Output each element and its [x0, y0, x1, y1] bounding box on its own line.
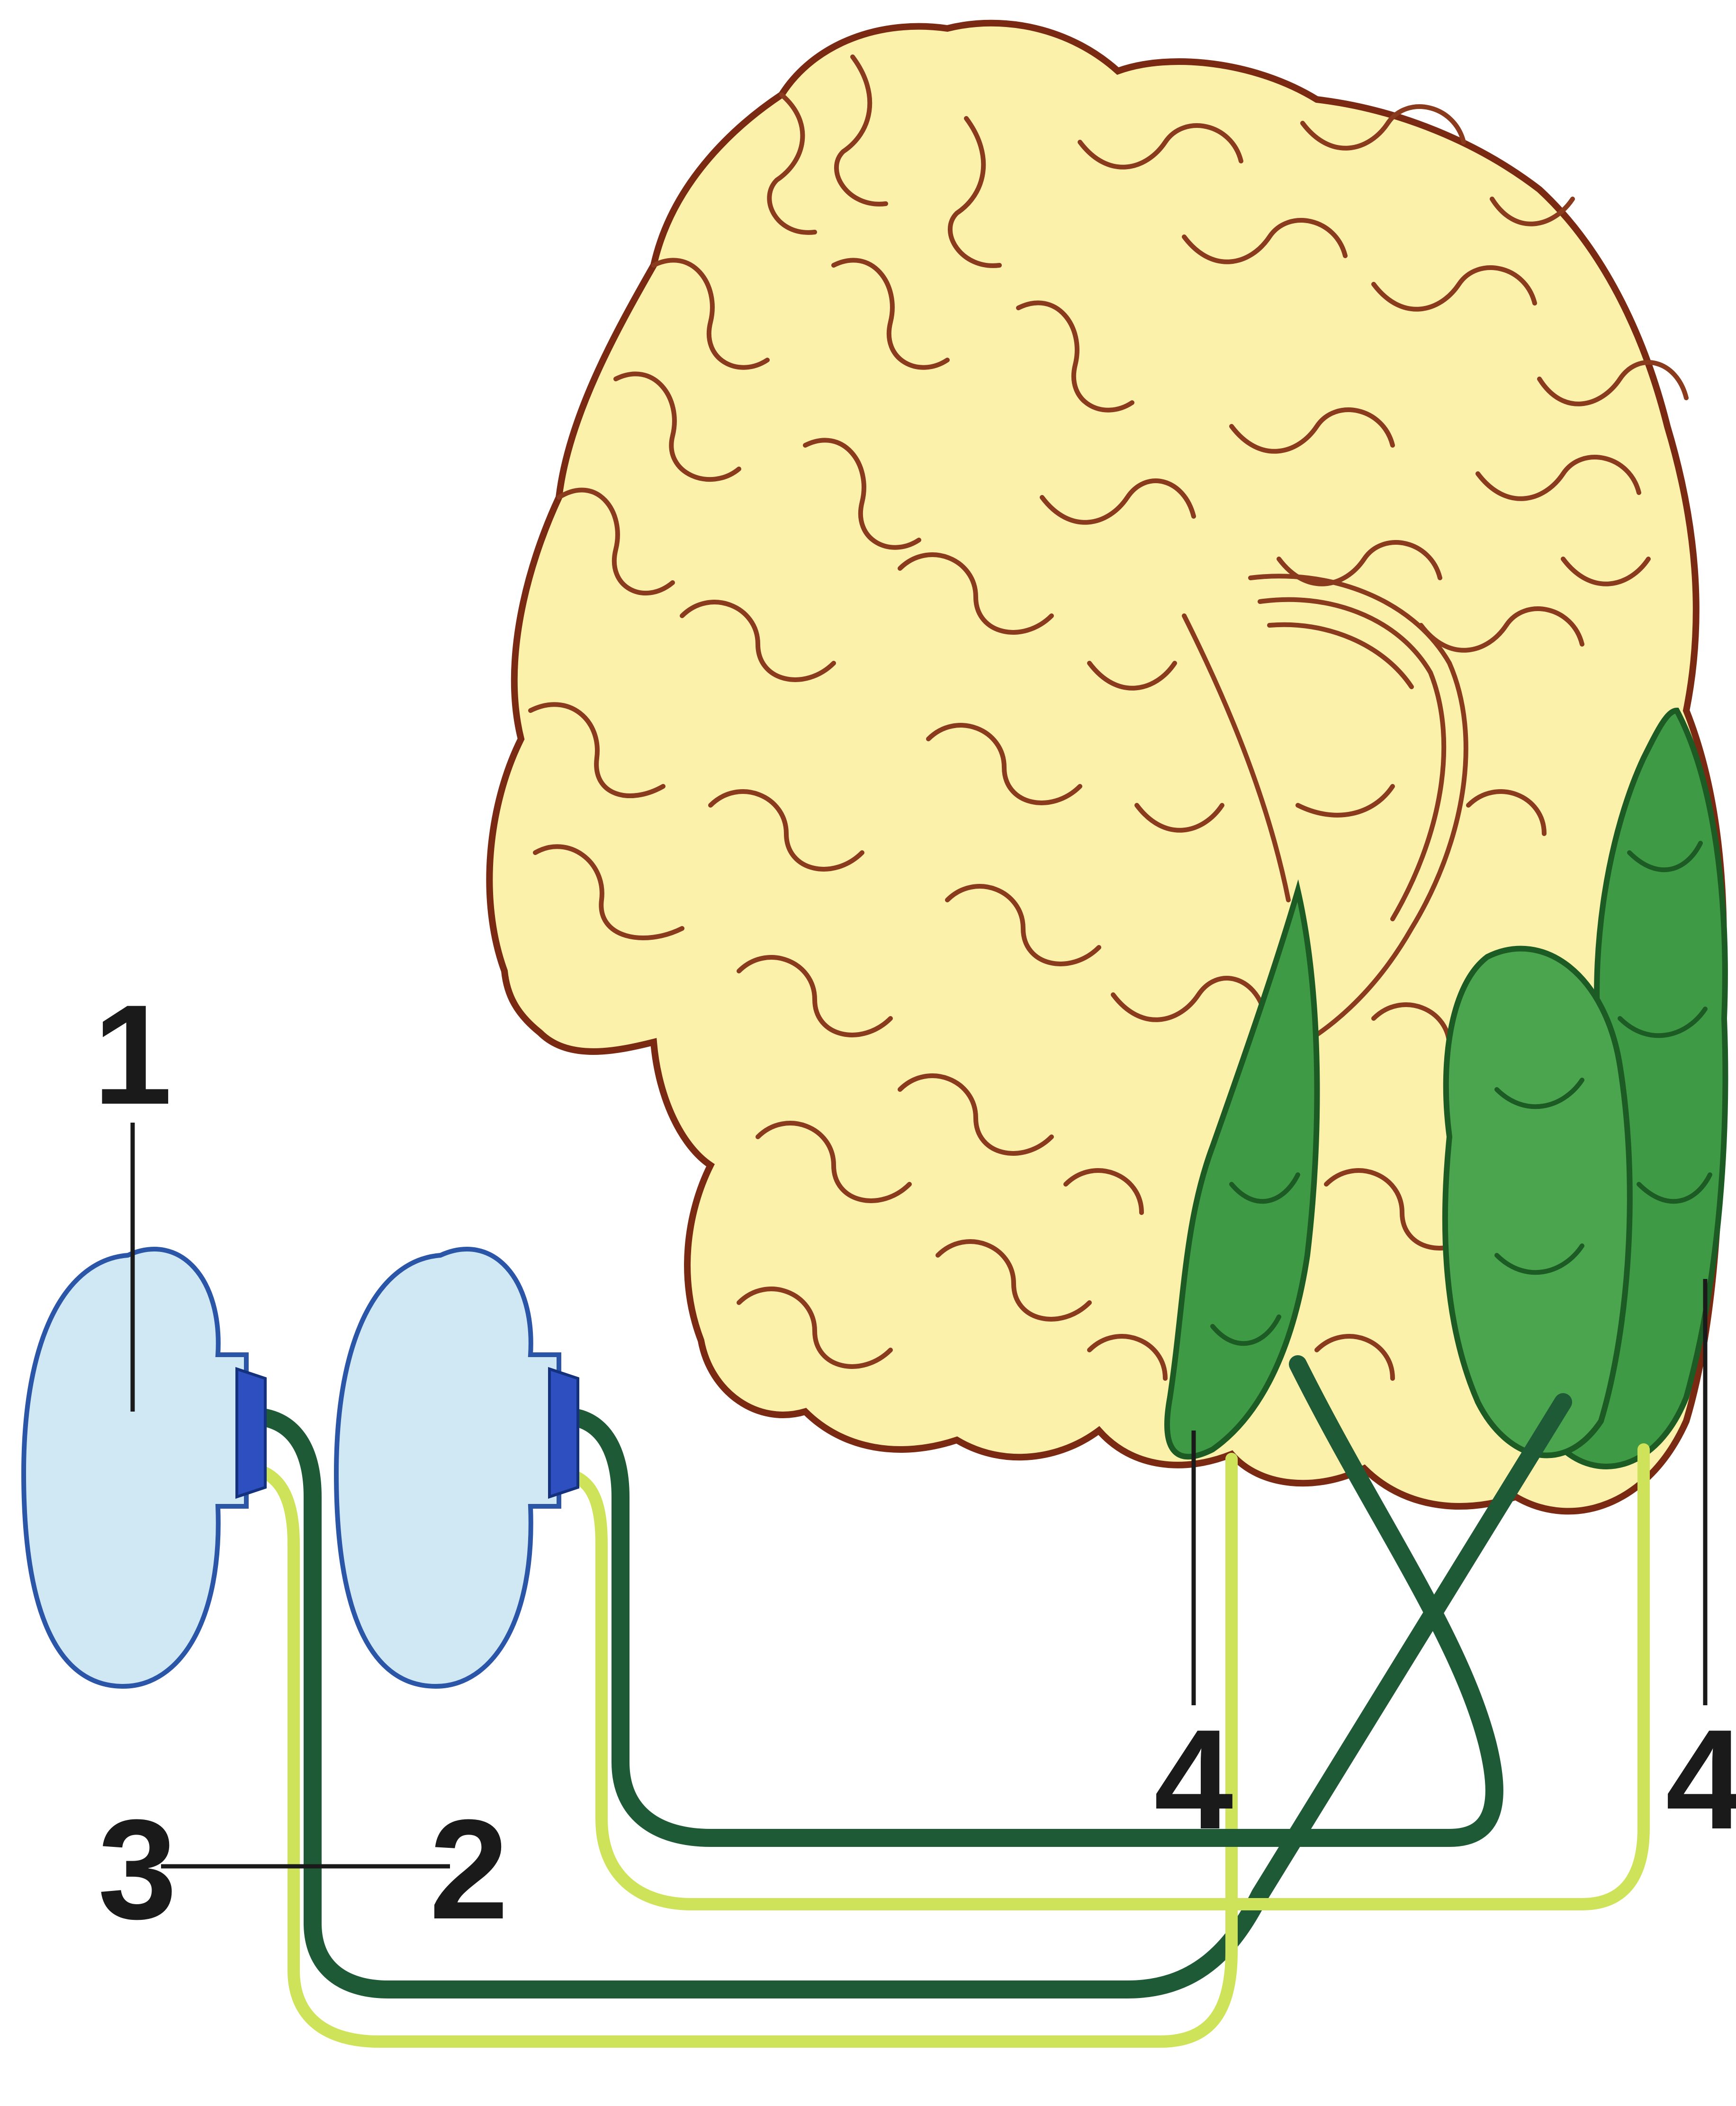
eyeball-right	[336, 1249, 578, 1686]
label-1: 1	[93, 975, 172, 1134]
label-4-right: 4	[1666, 1700, 1736, 1859]
eyeball-left	[24, 1249, 265, 1686]
label-4-left: 4	[1154, 1700, 1234, 1859]
label-3: 3	[98, 1790, 177, 1949]
label-2: 2	[430, 1790, 509, 1949]
visual-cortex-right-lobe	[1445, 949, 1630, 1456]
brain-hemisphere	[489, 23, 1725, 1512]
